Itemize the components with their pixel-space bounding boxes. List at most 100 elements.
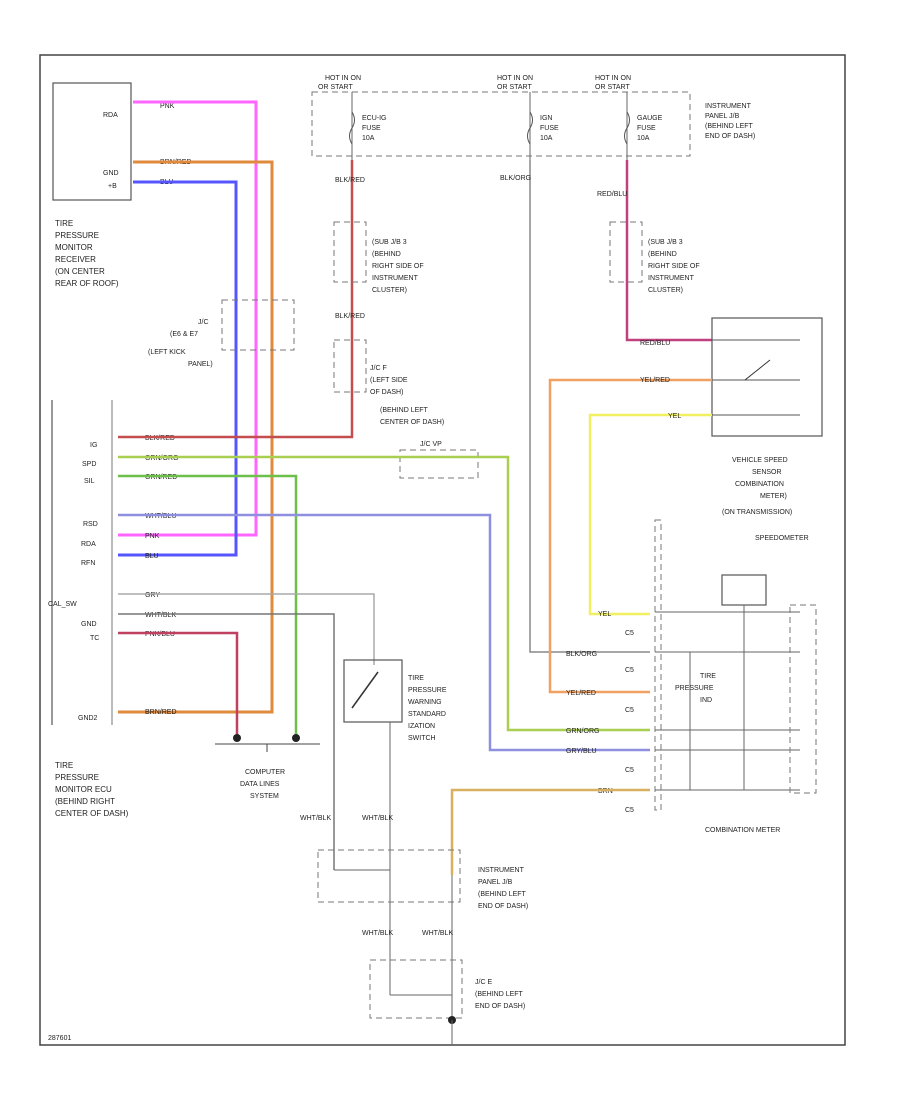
wire-gry (118, 593, 375, 665)
ig-wire-label-2: BLK/RED (335, 313, 365, 320)
subjb1-label-1: (SUB J/B 3 (372, 239, 407, 246)
subjb2-label-1: (SUB J/B 3 (648, 239, 683, 246)
ecu-pin-gnd2: GND2 (78, 715, 98, 722)
subjb1-label-2: (BEHIND (372, 251, 401, 258)
fuse-1-rating: 10A (362, 135, 375, 142)
receiver-label-6: REAR OF ROOF) (55, 279, 119, 288)
meter-wire-grn-org: GRN/ORG (566, 728, 599, 735)
hot-label-3: HOT IN ON (595, 75, 631, 82)
gnd-ipjb-4: END OF DASH) (478, 903, 528, 910)
receiver-label-2: PRESSURE (55, 231, 99, 240)
ecu-wire-brn-red-gnd2: BRN/RED (145, 709, 177, 716)
ground-section: WHT/BLK WHT/BLK INSTRUMENT PANEL J/B (BE… (300, 815, 528, 1045)
gauge-wire-label: RED/BLU (597, 191, 627, 198)
ecu-wire-pnk-blu: PNK/BLU (145, 631, 175, 638)
vss-label-5: (ON TRANSMISSION) (722, 509, 792, 516)
meter-name: COMBINATION METER (705, 827, 780, 834)
jc-left-label-1: J/C (198, 319, 209, 326)
fuse-2-name: IGN (540, 115, 552, 122)
gnd-jc-1: J/C E (475, 979, 492, 986)
diagram-code: 287601 (48, 1035, 71, 1042)
receiver-pin-b: +B (108, 183, 117, 190)
cdls-label-2: DATA LINES (240, 781, 280, 788)
receiver-pin-gnd: GND (103, 170, 119, 177)
gnd-wire-wht-blk-3: WHT/BLK (362, 930, 393, 937)
receiver-label-5: (ON CENTER (55, 267, 105, 276)
switch-label-5: IZATION (408, 723, 435, 730)
hot-label-1: HOT IN ON (325, 75, 361, 82)
wire-yel (588, 413, 712, 616)
meter-wire-yel: YEL (598, 611, 611, 618)
gnd-jc-3: END OF DASH) (475, 1003, 525, 1010)
meter-wire-yel-red: YEL/RED (566, 690, 596, 697)
gnd-wire-wht-blk-2: WHT/BLK (362, 815, 393, 822)
ecu-label-5: CENTER OF DASH) (55, 809, 129, 818)
ecu-pin-sil: SIL (84, 478, 95, 485)
meter-connector-5: C5 (625, 807, 634, 814)
switch-label-2: PRESSURE (408, 687, 447, 694)
subjb2-label-2: (BEHIND (648, 251, 677, 258)
receiver-label-3: MONITOR (55, 243, 93, 252)
switch-label-6: SWITCH (408, 735, 436, 742)
ecu-wire-pnk: PNK (145, 533, 160, 540)
ipjb-label-1: INSTRUMENT (705, 103, 752, 110)
jc-left-kick-panel: J/C (E6 & E7 (LEFT KICK PANEL) (148, 299, 295, 368)
ecu-label-1: TIRE (55, 761, 73, 770)
ecu-pin-ig: IG (90, 442, 97, 449)
ecu-wire-blu: BLU (145, 553, 159, 560)
ecu-pin-rda: RDA (81, 541, 96, 548)
ecu-pin-gnd: GND (81, 621, 97, 628)
ecu-wire-grn-red: GRN/RED (145, 474, 177, 481)
receiver-box (52, 82, 132, 201)
wire-brn (450, 788, 650, 875)
wire-label-pnk: PNK (160, 103, 175, 110)
cdls-label-3: SYSTEM (250, 793, 279, 800)
ecu-pin-spd: SPD (82, 461, 96, 468)
meter-wire-blk-org: BLK/ORG (566, 651, 597, 658)
ecu-label-3: MONITOR ECU (55, 785, 112, 794)
wire-spd (118, 455, 650, 732)
wire-pink (118, 100, 258, 537)
ig-wire-label: BLK/RED (335, 177, 365, 184)
behind-left-2: CENTER OF DASH) (380, 419, 444, 426)
ecu-wire-wht-blk: WHT/BLK (145, 612, 176, 619)
gnd-ipjb-2: PANEL J/B (478, 879, 513, 886)
switch-label-4: STANDARD (408, 711, 446, 718)
jcf-label-3: OF DASH) (370, 389, 403, 396)
ecu-wire-blk-red: BLK/RED (145, 435, 175, 442)
gnd-ipjb-3: (BEHIND LEFT (478, 891, 527, 898)
wire-red-blu (625, 160, 712, 342)
subjb1-label-3: RIGHT SIDE OF (372, 263, 424, 270)
wire-ig-blk-red (118, 160, 354, 439)
ecu-pin-rfn: RFN (81, 560, 95, 567)
ecu-pin-calsw: CAL_SW (48, 601, 77, 608)
jcvp-label: J/C VP (420, 441, 442, 448)
meter-connector-2: C5 (625, 667, 634, 674)
fuse-1 (349, 111, 355, 145)
fuse-2-type: FUSE (540, 125, 559, 132)
vss-label-4: METER) (760, 493, 787, 500)
ipjb-label-4: END OF DASH) (705, 133, 755, 140)
jcf-label-1: J/C F (370, 365, 387, 372)
jc-vp (399, 449, 479, 479)
ecu-pin-rsd: RSD (83, 521, 98, 528)
ecu-label-4: (BEHIND RIGHT (55, 797, 115, 806)
gnd-ipjb-1: INSTRUMENT (478, 867, 525, 874)
vss-label-1: VEHICLE SPEED (732, 457, 788, 464)
wire-blk-org (529, 160, 650, 653)
vehicle-speed-sensor: VEHICLE SPEED SENSOR COMBINATION METER) … (711, 317, 823, 516)
sub-jb3-right: (SUB J/B 3 (BEHIND RIGHT SIDE OF INSTRUM… (609, 221, 700, 294)
gnd-wire-wht-blk-1: WHT/BLK (300, 815, 331, 822)
meter-connector-4: C5 (625, 767, 634, 774)
wire-blue (118, 180, 238, 557)
tire-ind-label-1: TIRE (700, 673, 716, 680)
tire-ind-label-3: IND (700, 697, 712, 704)
speedometer-label: SPEEDOMETER (755, 535, 809, 542)
vss-wire-red-blu: RED/BLU (640, 340, 670, 347)
standardization-switch: TIRE PRESSURE WARNING STANDARD IZATION S… (343, 659, 447, 995)
ecu-pin-tc: TC (90, 635, 99, 642)
receiver-label-4: RECEIVER (55, 255, 96, 264)
jc-left-label-4: PANEL) (188, 361, 213, 368)
hot-label-2: HOT IN ON (497, 75, 533, 82)
